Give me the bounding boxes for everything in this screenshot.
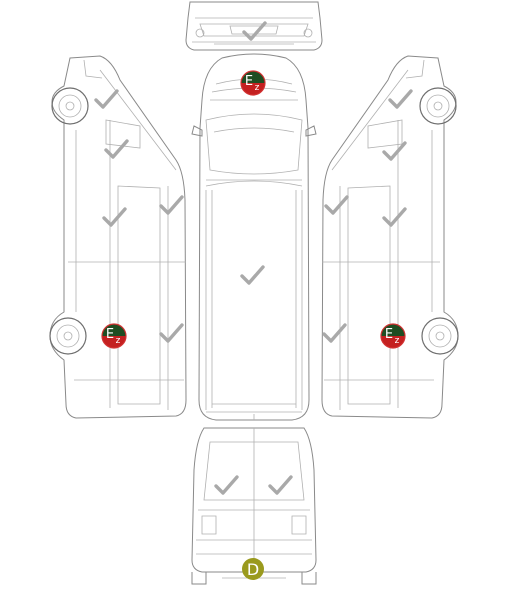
ez-badge-label: E (245, 74, 253, 89)
check-mark[interactable] (102, 207, 127, 227)
d-marker[interactable]: D (242, 558, 264, 580)
check-mark[interactable] (159, 323, 184, 343)
check-mark[interactable] (268, 475, 293, 495)
check-mark[interactable] (322, 323, 347, 343)
ez-badge-ring (240, 70, 266, 96)
ez-badge-sub: z (255, 83, 260, 93)
check-mark[interactable] (242, 21, 267, 41)
van-rear-view[interactable] (191, 427, 317, 585)
ez-badge-label: E (385, 327, 393, 342)
ez-badge-top (241, 71, 265, 83)
check-mark[interactable] (324, 195, 349, 215)
d-badge-label: D (247, 560, 259, 579)
ez-badge-bottom (102, 336, 126, 348)
van-right-side-view[interactable] (321, 55, 459, 419)
check-mark[interactable] (382, 141, 407, 161)
ez-badge-label: E (106, 327, 114, 342)
ez-badge-ring (380, 323, 406, 349)
ez-badge-top (102, 324, 126, 336)
check-mark[interactable] (104, 139, 129, 159)
ez-badge-bottom (241, 83, 265, 95)
ez-badge-sub: z (395, 336, 400, 346)
ez-badge-sub: z (116, 336, 121, 346)
d-badge-circle (242, 558, 264, 580)
ez-badge-top (381, 324, 405, 336)
ez-badge-bottom (381, 336, 405, 348)
van-left-side-view[interactable] (49, 55, 187, 419)
ez-badge-ring (101, 323, 127, 349)
check-marks (94, 21, 413, 495)
van-front-view[interactable] (185, 1, 323, 51)
check-mark[interactable] (388, 89, 413, 109)
van-top-view[interactable] (191, 53, 317, 421)
check-mark[interactable] (159, 195, 184, 215)
check-mark[interactable] (382, 207, 407, 227)
check-mark[interactable] (240, 265, 265, 285)
check-mark[interactable] (214, 475, 239, 495)
check-mark[interactable] (94, 89, 119, 109)
